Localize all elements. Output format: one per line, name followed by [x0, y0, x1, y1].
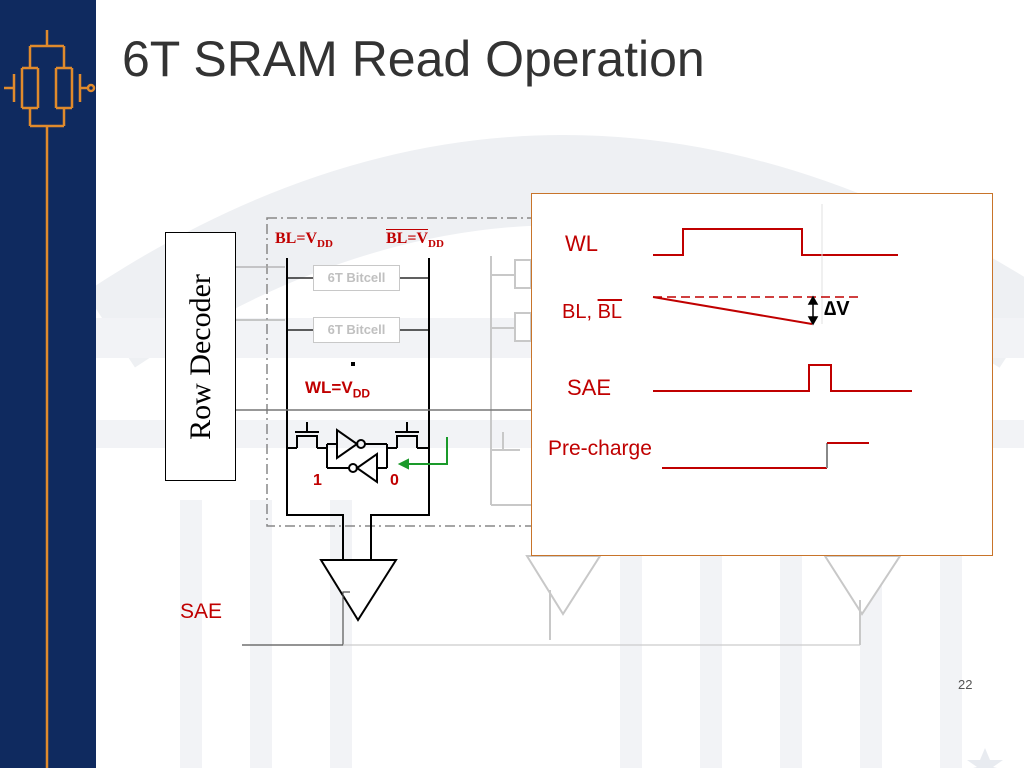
blb-label-text: BL=V: [386, 230, 429, 247]
timing-blb-text: BL: [597, 301, 623, 323]
wl-waveform: [653, 228, 898, 256]
ellipsis-dot: [351, 362, 355, 366]
bl-label-sub: DD: [317, 238, 333, 251]
discharge-arrow: [397, 437, 448, 470]
blb-label: BL=VDD: [386, 230, 444, 250]
node-left-value: 1: [313, 472, 322, 489]
page-number: 22: [958, 677, 973, 692]
star-icon: [967, 748, 1003, 768]
bitcell-1: 6T Bitcell: [313, 265, 400, 291]
bl-label-text: BL=V: [275, 230, 318, 247]
timing-precharge-label: Pre-charge: [548, 437, 652, 460]
transistor-logo-icon: [4, 30, 96, 140]
active-bitcell: [287, 422, 429, 484]
sidebar: [0, 0, 96, 768]
slide-title: 6T SRAM Read Operation: [122, 31, 705, 87]
ghost-sense-amps: [525, 555, 902, 645]
wl-label-sub: DD: [352, 386, 371, 401]
delta-v-arrow: [807, 295, 819, 326]
sidebar-line: [45, 140, 49, 768]
timing-sae-label: SAE: [567, 375, 612, 400]
ghost-column: [490, 256, 532, 506]
timing-waveforms: [652, 204, 912, 469]
bl-waveform: [652, 296, 813, 325]
wordline-stubs: [236, 266, 285, 321]
timing-diagram-panel: WL BL, BL ∆V SAE Pre-charge: [531, 193, 993, 556]
row-decoder-block: Row Decoder: [165, 232, 236, 481]
timing-bl-text: BL,: [562, 301, 598, 323]
timing-bl-label: BL, BL: [562, 301, 622, 324]
bl-label: BL=VDD: [275, 230, 333, 250]
wl-label: WL=VDD: [305, 378, 370, 400]
node-right-value: 0: [390, 472, 399, 489]
bitcell-2: 6T Bitcell: [313, 317, 400, 343]
sae-waveform: [653, 364, 912, 392]
timing-delta-v-label: ∆V: [824, 298, 850, 320]
wl-label-text: WL=V: [305, 378, 353, 397]
timing-wl-label: WL: [565, 231, 598, 256]
sae-label: SAE: [180, 600, 223, 623]
blb-label-sub: DD: [428, 238, 444, 251]
row-decoder-label: Row Decoder: [184, 274, 217, 440]
sae-enable-line: [242, 591, 350, 646]
sense-amplifier: [319, 559, 398, 622]
